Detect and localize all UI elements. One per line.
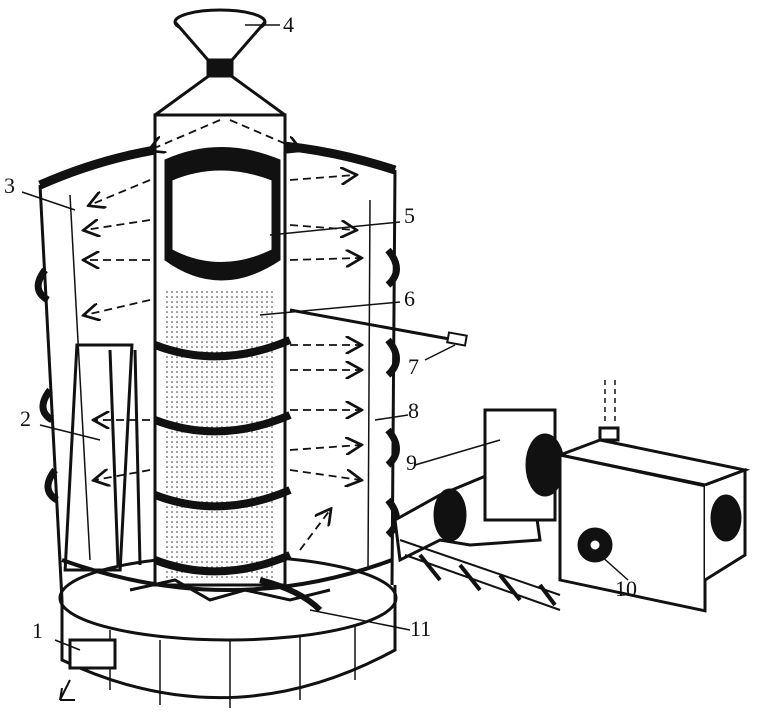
label-8: 8 xyxy=(408,398,419,423)
label-4-funnel: 4 xyxy=(283,12,294,37)
label-10-heater: 10 xyxy=(615,576,637,601)
label-3-outer-wall: 3 xyxy=(4,173,15,198)
ladder xyxy=(63,343,142,572)
leader-lines xyxy=(21,24,629,651)
feed-funnel xyxy=(173,8,267,78)
heater-fan-unit xyxy=(554,380,751,613)
label-2-ladder: 2 xyxy=(20,406,31,431)
air-duct xyxy=(393,408,565,611)
bin-floor xyxy=(68,577,331,670)
discharge-arrow xyxy=(59,679,75,701)
label-7-probe: 7 xyxy=(408,354,419,379)
label-6: 6 xyxy=(404,286,415,311)
central-column xyxy=(153,73,292,587)
airflow-arrows xyxy=(85,119,360,551)
outer-perforated-wall xyxy=(34,138,400,601)
temperature-probe xyxy=(289,308,468,347)
label-5: 5 xyxy=(404,203,415,228)
label-9-duct: 9 xyxy=(406,450,417,475)
label-1-discharge-outlet: 1 xyxy=(32,618,43,643)
label-11: 11 xyxy=(410,616,432,641)
